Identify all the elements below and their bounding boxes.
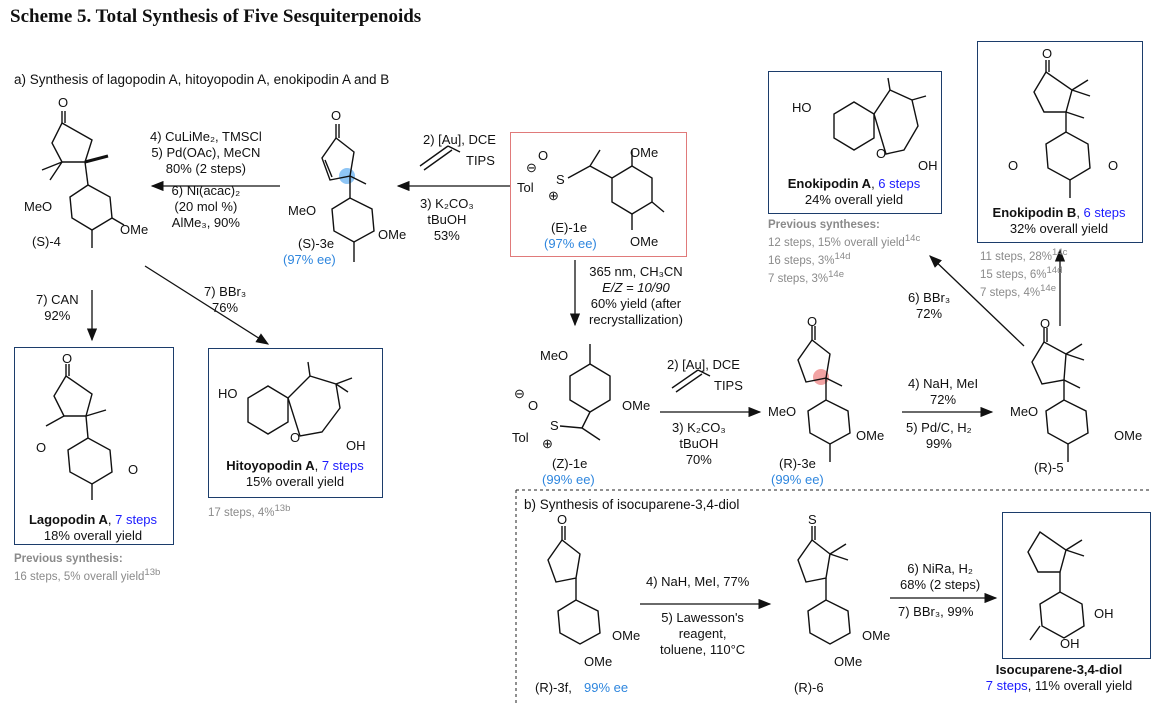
- atom-s-z1e: S: [550, 418, 559, 433]
- section-a-title: a) Synthesis of lagopodin A, hitoyopodin…: [14, 72, 390, 87]
- atom-ho-hito: HO: [218, 386, 238, 401]
- label-r5: (R)-5: [1034, 460, 1064, 475]
- atom-o-r3f: O: [557, 512, 568, 527]
- atom-ome-r3e: OMe: [856, 428, 885, 443]
- atom-meo-s4: MeO: [24, 199, 53, 214]
- ee-e1e: (97% ee): [544, 236, 597, 251]
- caption-enokipodin-a: Enokipodin A, 6 steps 24% overall yield: [787, 176, 921, 207]
- atom-o-hito: O: [290, 430, 301, 445]
- isocuparene-box: [1002, 512, 1151, 659]
- atom-o-enob-left: O: [1008, 158, 1019, 173]
- conditions-s4-from-s3e: 4) CuLiMe₂, TMSCl 5) Pd(OAc), MeCN 80% (…: [150, 129, 262, 230]
- ee-r3e: (99% ee): [771, 472, 824, 487]
- atom-oh-hito: OH: [346, 438, 366, 453]
- atom-oh-enoa: OH: [918, 158, 938, 173]
- atom-o-lago-right: O: [128, 462, 139, 477]
- atom-ome-z1e: OMe: [622, 398, 651, 413]
- atom-meo-z1e: MeO: [540, 348, 569, 363]
- atom-o-lago-top: O: [62, 351, 73, 366]
- enokipodin-b-box: [977, 41, 1143, 243]
- atom-tol-z1e: Tol: [512, 430, 529, 445]
- atom-ome-r6-2: OMe: [834, 654, 863, 669]
- atom-s-r6: S: [808, 512, 817, 527]
- previous-enokipodin-a: Previous syntheses: 12 steps, 15% overal…: [768, 219, 921, 285]
- atom-ome-e1e-top: OMe: [630, 145, 659, 160]
- ee-z1e: (99% ee): [542, 472, 595, 487]
- atom-ome-s3e: OMe: [378, 227, 407, 242]
- atom-minus-e1e: ⊖: [526, 160, 537, 175]
- previous-enokipodin-b: 11 steps, 28%14c 15 steps, 6%14d 7 steps…: [980, 247, 1068, 299]
- atom-ome-r3f-1: OMe: [612, 628, 641, 643]
- atom-o-enoa: O: [876, 146, 887, 161]
- atom-meo-r3e: MeO: [768, 404, 797, 419]
- conditions-can-lago: 7) CAN 92%: [36, 292, 79, 323]
- atom-o-r5: O: [1040, 316, 1051, 331]
- conditions-k2co3-bottom: 3) K₂CO₃ tBuOH 70%: [672, 420, 726, 467]
- e1e-box: [510, 132, 687, 257]
- caption-lagopodin: Lagopodin A, 7 steps 18% overall yield: [28, 512, 158, 543]
- atom-ho-enoa: HO: [792, 100, 812, 115]
- label-s4: (S)-4: [32, 234, 61, 249]
- caption-hitoyopodin: Hitoyopodin A, 7 steps 15% overall yield: [226, 458, 364, 489]
- atom-o-r3e: O: [807, 314, 818, 329]
- atom-tol-e1e: Tol: [517, 180, 534, 195]
- label-e1e: (E)-1e: [551, 220, 588, 235]
- atom-meo-r5: MeO: [1010, 404, 1039, 419]
- atom-meo-s3e: MeO: [288, 203, 317, 218]
- atom-o-s4: O: [58, 95, 69, 110]
- conditions-r6-bottom: 5) Lawesson's reagent, toluene, 110°C: [660, 610, 746, 657]
- atom-oh-iso-1: OH: [1094, 606, 1114, 621]
- caption-enokipodin-b: Enokipodin B, 6 steps 32% overall yield: [992, 205, 1126, 236]
- label-z1e: (Z)-1e: [552, 456, 588, 471]
- conditions-r5-bottom: 5) Pd/C, H₂ 99%: [906, 420, 972, 451]
- previous-hitoyopodin: 17 steps, 4%13b: [208, 503, 291, 519]
- caption-isocuparene: Isocuparene-3,4-diol 7 steps, 11% overal…: [985, 662, 1133, 693]
- conditions-photo: 365 nm, CH₃CN E/Z = 10/90 60% yield (aft…: [589, 264, 683, 327]
- atom-ome-s4: OMe: [120, 222, 149, 237]
- conditions-k2co3-top: 3) K₂CO₃ tBuOH 53%: [420, 196, 474, 243]
- atom-o-z1e: O: [528, 398, 539, 413]
- conditions-au-top: 2) [Au], DCE: [423, 132, 496, 147]
- conditions-r5-top: 4) NaH, MeI 72%: [908, 376, 979, 407]
- lagopodin-box: [14, 347, 174, 545]
- atom-s-e1e: S: [556, 172, 565, 187]
- atom-ome-r6-1: OMe: [862, 628, 891, 643]
- atom-ome-e1e-bottom: OMe: [630, 234, 659, 249]
- conditions-r6-top: 4) NaH, MeI, 77%: [646, 574, 750, 589]
- label-r3e: (R)-3e: [779, 456, 816, 471]
- atom-ome-r3f-2: OMe: [584, 654, 613, 669]
- ee-s3e: (97% ee): [283, 252, 336, 267]
- atom-ome-r5: OMe: [1114, 428, 1143, 443]
- conditions-tips-bottom: TIPS: [714, 378, 743, 393]
- atom-o-enob-right: O: [1108, 158, 1119, 173]
- conditions-bbr3-hito: 7) BBr₃ 76%: [204, 284, 247, 315]
- ee-r3f: 99% ee: [584, 680, 629, 695]
- atom-minus-z1e: ⊖: [514, 386, 525, 401]
- atom-plus-e1e: ⊕: [548, 188, 559, 203]
- label-r3f: (R)-3f,: [535, 680, 572, 695]
- atom-oh-iso-2: OH: [1060, 636, 1080, 651]
- conditions-tips-top: TIPS: [466, 153, 495, 168]
- atom-o-lago-left: O: [36, 440, 47, 455]
- atom-o-e1e: O: [538, 148, 549, 163]
- atom-plus-z1e: ⊕: [542, 436, 553, 451]
- conditions-au-bottom: 2) [Au], DCE: [667, 357, 740, 372]
- atom-o-s3e: O: [331, 108, 342, 123]
- scheme-title: Scheme 5. Total Synthesis of Five Sesqui…: [10, 6, 422, 27]
- conditions-iso-bottom: 7) BBr₃, 99%: [898, 604, 974, 619]
- label-r6: (R)-6: [794, 680, 824, 695]
- label-s3e: (S)-3e: [298, 236, 335, 251]
- conditions-bbr3-enoa: 6) BBr₃ 72%: [908, 290, 951, 321]
- previous-lagopodin: Previous synthesis: 16 steps, 5% overall…: [14, 553, 161, 583]
- enokipodin-a-box: [768, 71, 942, 214]
- hitoyopodin-box: [208, 348, 383, 498]
- atom-o-enob-top: O: [1042, 46, 1053, 61]
- conditions-iso-top: 6) NiRa, H₂ 68% (2 steps): [900, 561, 981, 592]
- section-b-title: b) Synthesis of isocuparene-3,4-diol: [524, 497, 740, 512]
